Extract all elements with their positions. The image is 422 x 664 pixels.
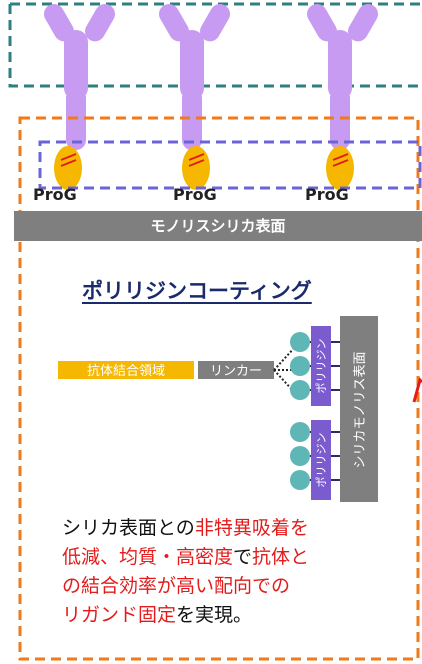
description-line-4: リガンド固定を実現。 <box>62 601 402 630</box>
description: シリカ表面との非特異吸着を 低減、均質・高密度で抗体と の結合効率が高い配向での… <box>62 514 402 630</box>
polylysine-label-1: ポリリジン <box>315 339 328 394</box>
linker-box <box>198 361 274 379</box>
silica-column <box>340 316 378 502</box>
polylysine-bar-1 <box>311 326 331 406</box>
prog-label-2: ProG <box>173 185 217 204</box>
desc-seg-highlight: リガンド固定 <box>62 604 177 626</box>
silica-label: シリカモノリス表面 <box>353 351 368 468</box>
desc-seg: で <box>233 546 253 568</box>
antibody-2 <box>159 4 230 150</box>
binding-domain-box <box>58 361 194 379</box>
prog-label-1: ProG <box>33 185 77 204</box>
prog-3 <box>326 146 354 190</box>
desc-seg-highlight: 抗体と <box>252 546 310 568</box>
prog-2 <box>182 146 210 190</box>
desc-seg: シリカ表面との <box>62 517 195 539</box>
antibody-1 <box>44 4 115 150</box>
linker-label: リンカー <box>210 364 262 379</box>
orange-dashed-box <box>18 116 420 661</box>
purple-dashed-box <box>38 140 422 190</box>
bead-group-1 <box>290 332 340 400</box>
polylysine-label-2: ポリリジン <box>315 433 328 488</box>
linker-connectors <box>273 345 297 395</box>
polylysine-bar-2 <box>311 420 331 500</box>
description-line-2: 低減、均質・高密度で抗体と <box>62 543 402 572</box>
description-line-3: の結合効率が高い配向での <box>62 572 402 601</box>
description-line-1: シリカ表面との非特異吸着を <box>62 514 402 543</box>
prog-label-3: ProG <box>305 185 349 204</box>
binding-domain-label: 抗体結合領域 <box>87 363 165 379</box>
coating-title: ポリリジンコーティング <box>82 279 312 303</box>
antibody-3 <box>307 4 378 150</box>
red-arrow-fragment <box>412 377 422 403</box>
surface-label: モノリスシリカ表面 <box>14 211 422 241</box>
desc-seg-highlight: 低減、均質・高密度 <box>62 546 234 568</box>
bead-group-2 <box>290 422 340 490</box>
desc-seg: を実現。 <box>176 604 253 626</box>
prog-1 <box>54 146 82 190</box>
desc-seg-highlight: 非特異吸着を <box>194 517 309 539</box>
teal-dashed-box <box>8 2 422 88</box>
desc-seg-highlight: の結合効率が高い配向での <box>62 575 291 597</box>
